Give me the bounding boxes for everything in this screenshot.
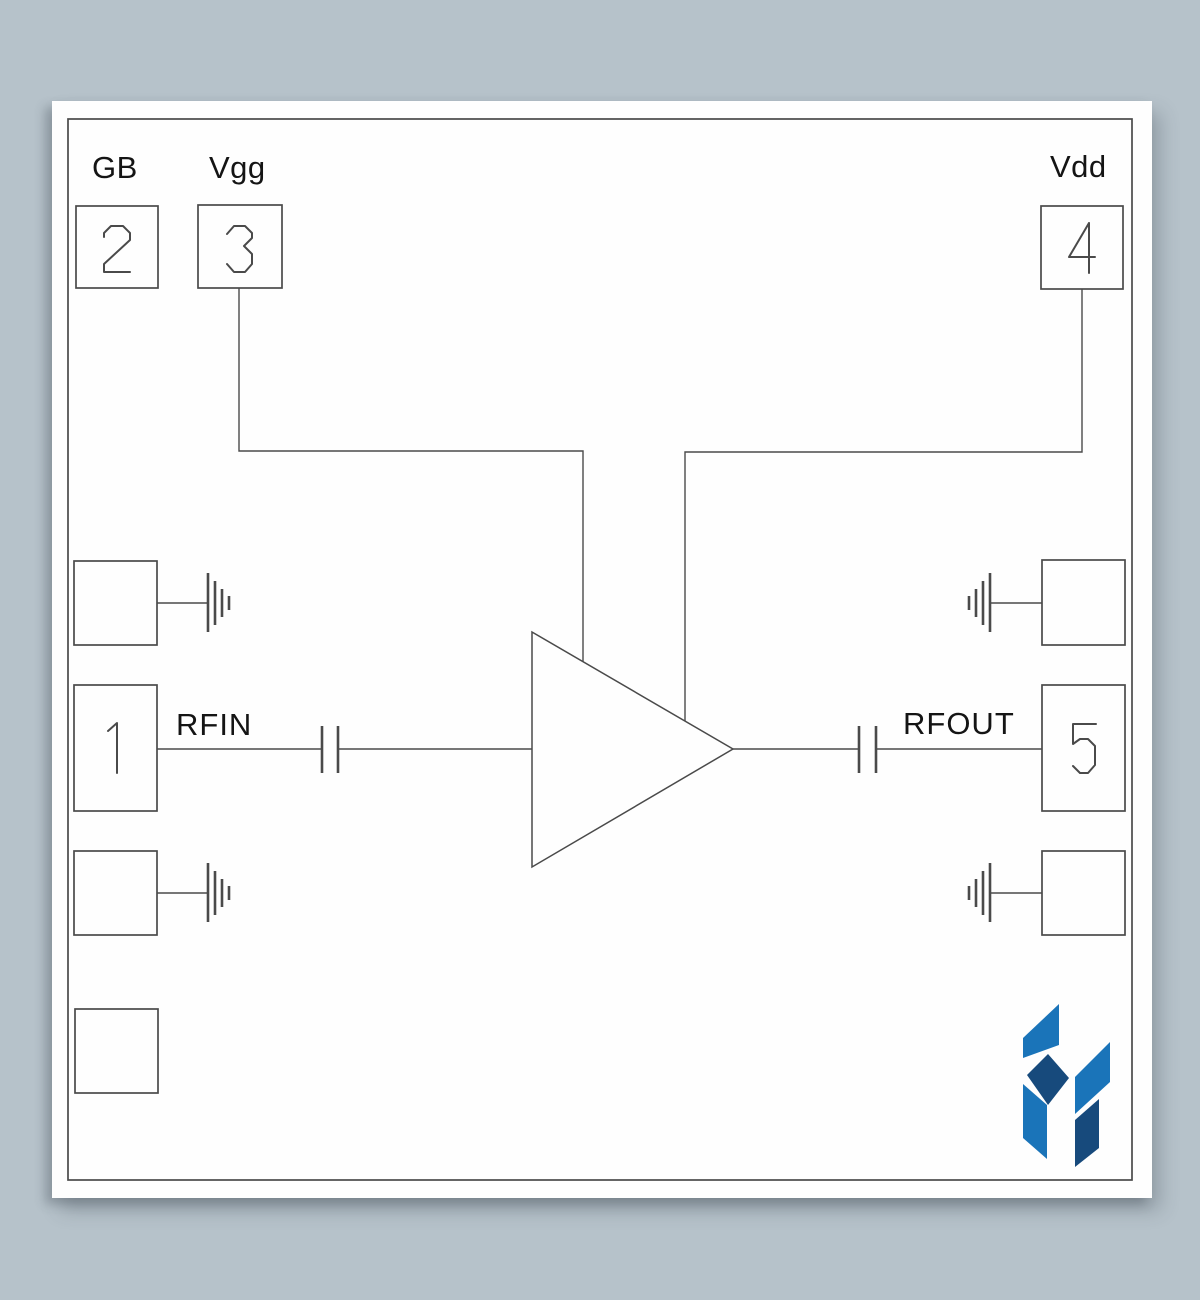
rf-ground-icon-upper-left [157, 573, 231, 632]
vdd-bias-wire [684, 288, 1083, 721]
pad-ground-lower-right [1041, 850, 1126, 936]
functional-block-diagram: GB Vgg Vdd RFIN RFOUT [67, 118, 1133, 1181]
pad-4-vdd [1040, 205, 1124, 290]
rf-ground-icon-lower-left [157, 863, 231, 922]
pad-4-number [1068, 222, 1096, 274]
pad-3-vgg [197, 204, 283, 289]
logo-shape-right-arm [1075, 1042, 1110, 1114]
pad-5-rfout [1041, 684, 1126, 812]
logo-shape-center-diamond [1027, 1054, 1069, 1105]
rf-ground-icon-lower-right [967, 863, 1042, 922]
pad-2-gb [75, 205, 159, 289]
logo-shape-right-leg [1075, 1099, 1099, 1167]
datasheet-page: GB Vgg Vdd RFIN RFOUT [52, 101, 1152, 1198]
label-rfin: RFIN [176, 707, 252, 742]
pad-unused-bottom-left [74, 1008, 159, 1094]
diagram-border [67, 118, 1133, 1181]
dc-block-capacitor-icon-input [320, 726, 340, 773]
logo-shape-left-leg [1023, 1084, 1047, 1159]
logo-shape-top-left [1023, 1004, 1059, 1058]
amplifier-triangle-icon [531, 630, 735, 869]
pad-5-number [1072, 723, 1097, 774]
pad-ground-upper-left [73, 560, 158, 646]
pad-ground-lower-left [73, 850, 158, 936]
pad-1-number [107, 722, 118, 774]
pad-1-rfin [73, 684, 158, 812]
label-vgg: Vgg [209, 150, 266, 185]
pad-2-number [103, 225, 131, 273]
label-vdd: Vdd [1050, 149, 1107, 184]
label-gb: GB [92, 150, 138, 185]
manufacturer-logo-mark [1023, 1004, 1110, 1167]
pad-3-number [226, 225, 253, 273]
rf-ground-icon-upper-right [967, 573, 1042, 632]
vgg-bias-wire [238, 288, 584, 662]
label-rfout: RFOUT [903, 706, 1015, 741]
pad-ground-upper-right [1041, 559, 1126, 646]
dc-block-capacitor-icon-output [857, 726, 878, 773]
